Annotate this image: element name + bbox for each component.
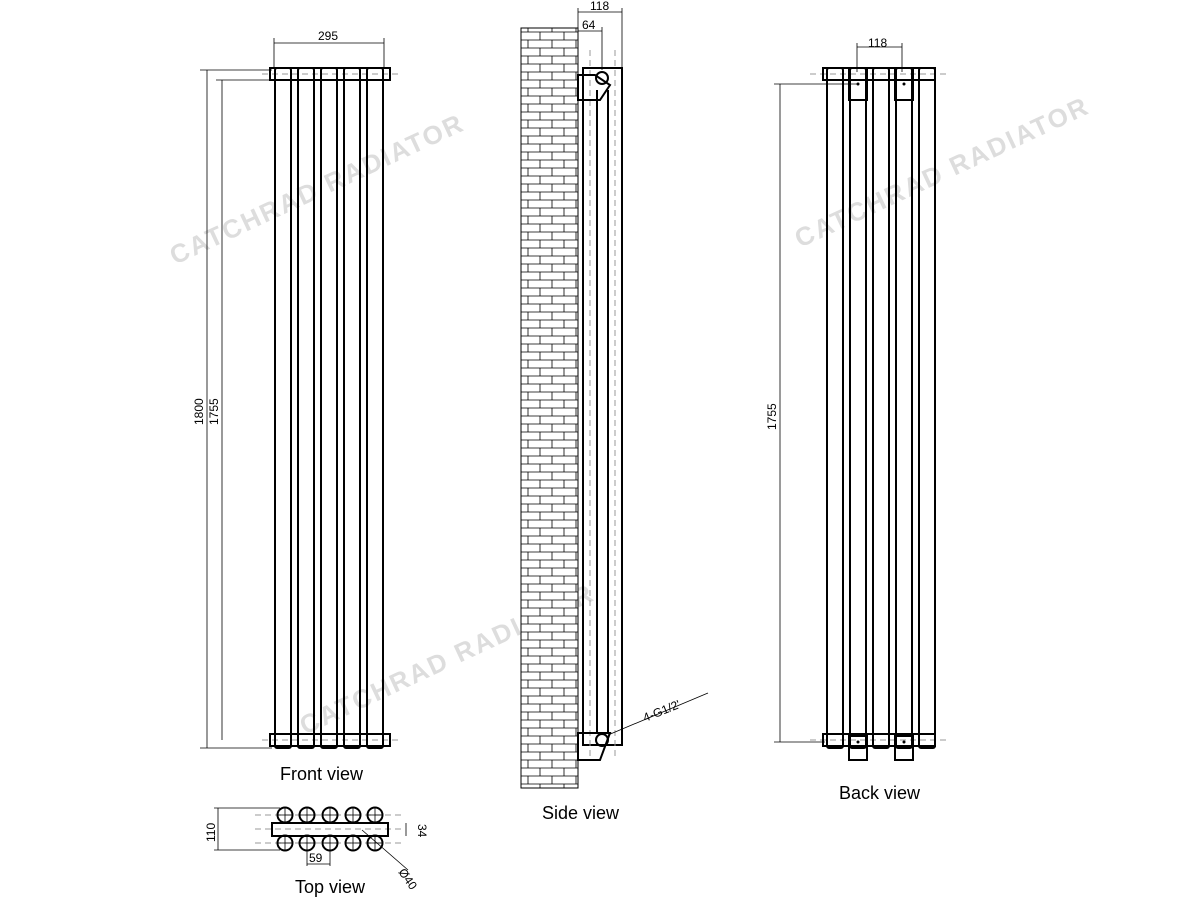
tube-section (344, 806, 362, 824)
top-view: 110 34 59 Ø40 Top view (204, 806, 429, 897)
side-view: 4-G1/2' 118 64 Side view (520, 0, 709, 823)
tube-section (366, 834, 384, 852)
radiator-tube (297, 67, 315, 749)
wall-bracket (894, 735, 914, 761)
tube-section (321, 806, 339, 824)
front-height-dim: 1800 (192, 398, 206, 425)
radiator-tube (872, 67, 890, 749)
bracket-hole (856, 740, 860, 744)
tube-centerline (278, 808, 292, 822)
back-centers-dim: 1755 (765, 403, 779, 430)
front-width-dim: 295 (318, 29, 338, 43)
bracket-hole (902, 740, 906, 744)
top-pitch-dim: 59 (309, 851, 323, 865)
side-view-label: Side view (542, 803, 620, 823)
tube-centerline (346, 836, 360, 850)
bracket-hole (902, 82, 906, 86)
top-depth-dim: 110 (204, 823, 218, 842)
watermark: CATCHRAD RADIATOR (790, 90, 1094, 253)
tube-centerline (278, 836, 292, 850)
radiator-tube (826, 67, 844, 749)
back-view: 118 1755 Back view (765, 36, 950, 803)
front-view-label: Front view (280, 764, 364, 784)
bracket-hole (856, 82, 860, 86)
radiator-tube (274, 67, 292, 749)
top-bar-dim: 34 (415, 824, 429, 838)
top-tube-dia: Ø40 (396, 866, 421, 893)
tube-centerline (346, 808, 360, 822)
watermark: CATCHRAD RADIATOR (165, 107, 469, 270)
tube-section (344, 834, 362, 852)
tube-centerline (368, 808, 382, 822)
bottom-header (269, 733, 391, 747)
tube-section (276, 806, 294, 824)
tube-centerline (323, 808, 337, 822)
front-centers-dim: 1755 (207, 398, 221, 425)
front-view: 295 1800 1755 Front view (192, 29, 400, 784)
top-view-label: Top view (295, 877, 366, 897)
tube-centerline (300, 808, 314, 822)
side-wall-dim: 64 (582, 18, 596, 32)
tube-section (276, 834, 294, 852)
radiator-tube (918, 67, 936, 749)
side-depth-dim: 118 (590, 0, 609, 13)
tube-centerline (300, 836, 314, 850)
back-view-label: Back view (839, 783, 921, 803)
brick-wall (520, 27, 579, 789)
radiator-tube (343, 67, 361, 749)
back-bracket-dim: 118 (868, 36, 887, 50)
radiator-tube (366, 67, 384, 749)
tube-centerline (323, 836, 337, 850)
wall-bracket (848, 735, 868, 761)
tube-section (298, 806, 316, 824)
tube-centerline (368, 836, 382, 850)
tube-section (366, 806, 384, 824)
wall-bracket (894, 67, 914, 101)
radiator-tube (320, 67, 338, 749)
radiator-tube (849, 67, 867, 749)
connection-label: 4-G1/2' (641, 697, 682, 725)
